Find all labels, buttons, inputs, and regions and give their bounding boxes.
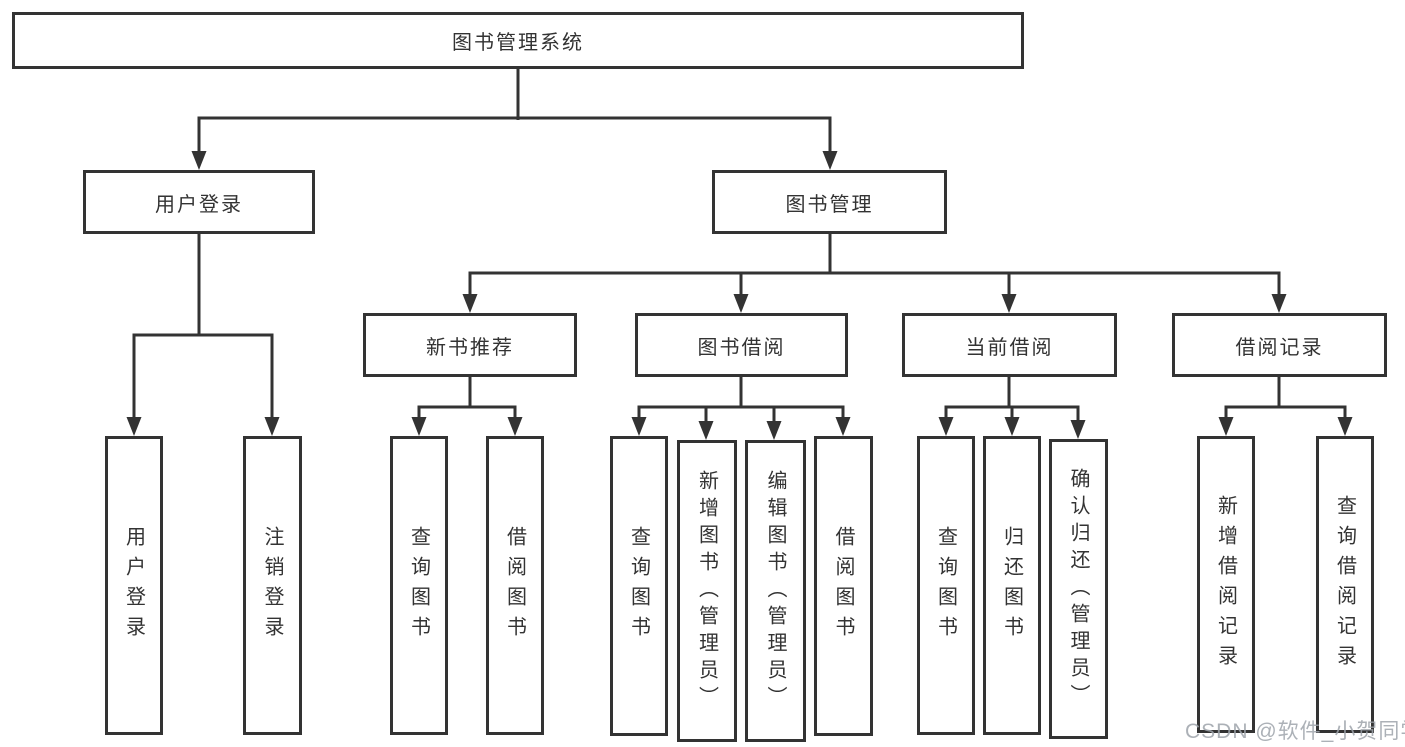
node-library-management-system: 图书管理系统 [12, 12, 1024, 69]
connector-borrow-children [637, 377, 845, 434]
leaf-search-borrow-record: 查询借阅记录 [1316, 436, 1374, 733]
leaf-search-books-3: 查询图书 [917, 436, 975, 735]
leaf-edit-books-admin: 编辑图书（管理员） [745, 440, 806, 742]
leaf-borrow-books-2: 借阅图书 [814, 436, 873, 736]
connector-records-children [1224, 377, 1347, 430]
connector-book-mgmt-children [468, 234, 1281, 307]
leaf-add-borrow-record: 新增借阅记录 [1197, 436, 1255, 733]
node-book-management: 图书管理 [712, 170, 947, 234]
leaf-borrow-books: 借阅图书 [486, 436, 544, 735]
leaf-search-books: 查询图书 [390, 436, 448, 735]
node-book-borrowing: 图书借阅 [635, 313, 848, 377]
node-current-borrowing: 当前借阅 [902, 313, 1117, 377]
leaf-confirm-return-admin: 确认归还（管理员） [1049, 439, 1108, 739]
leaf-search-books-2: 查询图书 [610, 436, 668, 736]
leaf-logout-login: 注销登录 [243, 436, 302, 735]
connector-new-book-children [417, 377, 517, 430]
leaf-return-books: 归还图书 [983, 436, 1041, 735]
leaf-add-books-admin: 新增图书（管理员） [677, 440, 737, 742]
leaf-user-login: 用户登录 [105, 436, 163, 735]
node-user-login: 用户登录 [83, 170, 315, 234]
csdn-watermark: CSDN @软件_小贺同学 [1185, 720, 1405, 743]
arrowheads [126, 151, 1353, 440]
connector-user-login-children [132, 234, 274, 430]
node-new-book-recommendation: 新书推荐 [363, 313, 577, 377]
node-borrowing-records: 借阅记录 [1172, 313, 1387, 377]
connector-root-to-level2 [197, 69, 832, 163]
